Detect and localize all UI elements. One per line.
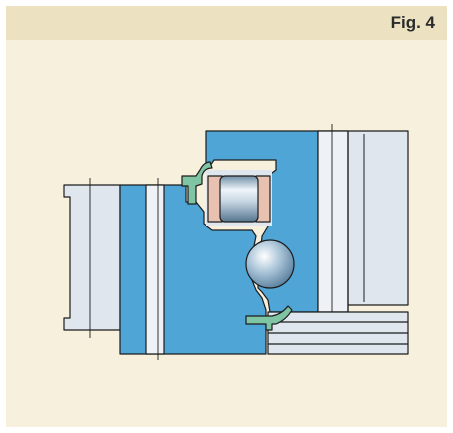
outer-ring-flange [267,311,409,355]
figure-label: Fig. 4 [390,13,435,32]
centre-lines [119,330,121,354]
inner-ring [63,178,267,360]
upper-seal [181,161,213,205]
lower-seal [245,305,293,331]
ball [245,239,295,289]
cylindrical-roller [219,175,259,223]
figure-header: Fig. 4 [6,6,447,40]
